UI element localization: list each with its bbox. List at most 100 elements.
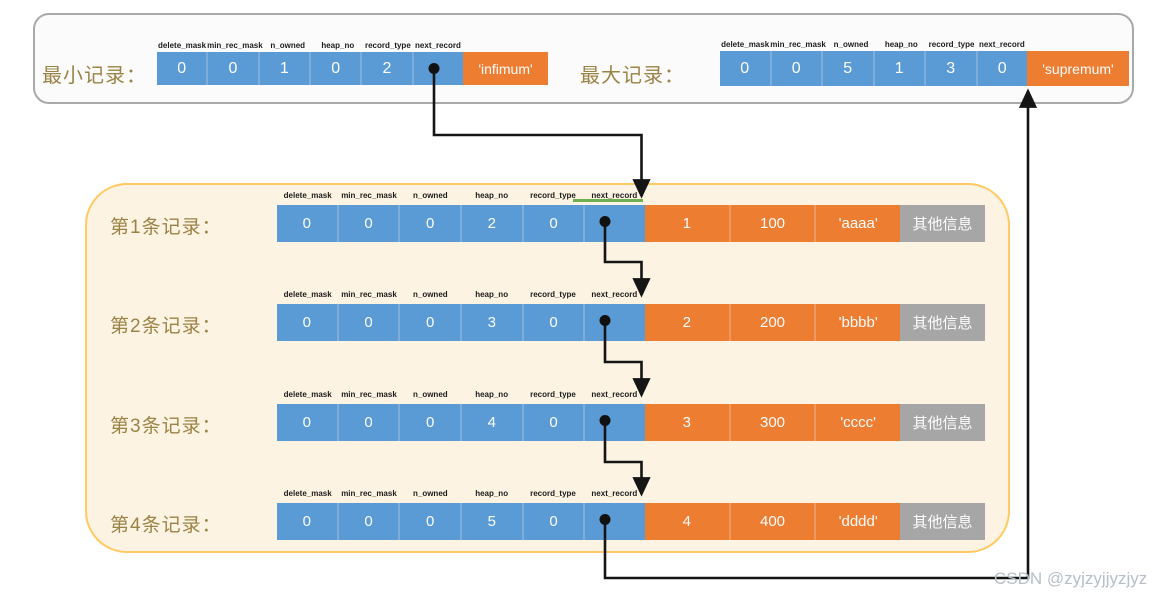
cell-record-type: 0 <box>523 404 586 441</box>
cell-heap-no: 2 <box>462 205 524 242</box>
cell-delete-mask: 0 <box>277 304 339 341</box>
other-info-cell: 其他信息 <box>900 205 985 242</box>
cell-record-type: 3 <box>926 51 978 86</box>
field-label-record-type: record_type <box>530 290 576 299</box>
max-record-bar: 0 0 5 1 3 0 'supremum' <box>720 51 1129 86</box>
cell-column2: 400 <box>730 503 817 540</box>
record-field-labels: delete_mask min_rec_mask n_owned heap_no… <box>277 389 645 401</box>
cell-column3: 'dddd' <box>816 503 901 540</box>
cell-next-record: 0 <box>977 51 1027 86</box>
min-record-header-cells: 0 0 1 0 2 <box>157 52 463 85</box>
field-label-delete-mask: delete_mask <box>283 290 332 299</box>
cell-column2: 300 <box>730 404 817 441</box>
record-row-label: 第3条记录： <box>110 416 222 437</box>
min-record-bar: 0 0 1 0 2 'infimum' <box>157 52 548 85</box>
min-record-label: 最小记录： <box>42 65 147 87</box>
cell-min-rec-mask: 0 <box>338 404 401 441</box>
field-label-delete-mask: delete_mask <box>283 191 332 200</box>
cell-delete-mask: 0 <box>277 205 339 242</box>
field-label-delete-mask: delete_mask <box>721 40 770 49</box>
max-record-field-labels: delete_mask min_rec_mask n_owned heap_no… <box>720 39 1027 51</box>
infimum-cell: 'infimum' <box>463 52 548 85</box>
record-data-cells: 1 100 'aaaa' <box>645 205 901 242</box>
cell-next-record <box>585 304 646 341</box>
record-row-label: 第2条记录： <box>110 316 222 337</box>
field-label-n-owned: n_owned <box>412 489 448 498</box>
field-label-min-rec-mask: min_rec_mask <box>341 489 397 498</box>
cell-n-owned: 5 <box>823 51 875 86</box>
cell-record-type: 0 <box>523 205 586 242</box>
cell-min-rec-mask: 0 <box>208 52 260 85</box>
cell-primary-key: 4 <box>645 503 731 540</box>
field-label-min-rec-mask: min_rec_mask <box>341 290 397 299</box>
field-label-record-type: record_type <box>928 40 975 49</box>
max-record-header-cells: 0 0 5 1 3 0 <box>720 51 1027 86</box>
cell-next-record <box>585 205 646 242</box>
field-label-delete-mask: delete_mask <box>283 390 332 399</box>
cell-primary-key: 1 <box>645 205 731 242</box>
field-label-next-record: next_record <box>415 41 461 50</box>
cell-next-record <box>585 503 646 540</box>
cell-column3: 'bbbb' <box>816 304 901 341</box>
record-row-2: 第2条记录： delete_mask min_rec_mask n_owned … <box>87 290 1008 344</box>
cell-n-owned: 0 <box>400 404 463 441</box>
field-label-delete-mask: delete_mask <box>158 41 207 50</box>
record-row-label: 第4条记录： <box>110 515 222 536</box>
cell-n-owned: 0 <box>400 205 463 242</box>
record-header-cells: 0 0 0 4 0 <box>277 404 646 441</box>
record-bar: 0 0 0 2 0 1 100 'aaaa' 其他信息 <box>277 205 985 242</box>
field-label-n-owned: n_owned <box>412 390 448 399</box>
field-label-heap-no: heap_no <box>475 489 509 498</box>
cell-delete-mask: 0 <box>157 52 209 85</box>
cell-heap-no: 4 <box>462 404 524 441</box>
record-header-cells: 0 0 0 2 0 <box>277 205 646 242</box>
min-record-field-labels: delete_mask min_rec_mask n_owned heap_no… <box>157 40 463 52</box>
csdn-watermark: CSDN @zyjzyjjyzjyz <box>994 569 1148 588</box>
cell-next-record <box>413 52 463 85</box>
record-data-cells: 2 200 'bbbb' <box>645 304 901 341</box>
cell-heap-no: 5 <box>462 503 524 540</box>
cell-primary-key: 2 <box>645 304 731 341</box>
record-row-1: 第1条记录： delete_mask min_rec_mask n_owned … <box>87 191 1008 245</box>
other-info-cell: 其他信息 <box>900 304 985 341</box>
supremum-cell: 'supremum' <box>1027 51 1129 86</box>
field-label-min-rec-mask: min_rec_mask <box>207 41 263 50</box>
record-row-label: 第1条记录： <box>110 217 222 238</box>
system-records-box: 最小记录： delete_mask min_rec_mask n_owned h… <box>33 13 1134 104</box>
record-field-labels: delete_mask min_rec_mask n_owned heap_no… <box>277 289 645 301</box>
field-label-min-rec-mask: min_rec_mask <box>341 390 397 399</box>
cell-record-type: 0 <box>523 503 586 540</box>
field-label-next-record: next_record <box>591 390 638 399</box>
record-bar: 0 0 0 5 0 4 400 'dddd' 其他信息 <box>277 503 985 540</box>
cell-delete-mask: 0 <box>277 503 339 540</box>
cell-delete-mask: 0 <box>277 404 339 441</box>
user-records-box: 第1条记录： delete_mask min_rec_mask n_owned … <box>85 183 1010 553</box>
cell-n-owned: 0 <box>400 503 463 540</box>
field-label-heap-no: heap_no <box>475 191 509 200</box>
record-data-cells: 4 400 'dddd' <box>645 503 901 540</box>
next-record-highlight <box>573 199 643 202</box>
record-header-cells: 0 0 0 5 0 <box>277 503 646 540</box>
cell-column3: 'aaaa' <box>816 205 901 242</box>
cell-heap-no: 3 <box>462 304 524 341</box>
record-bar: 0 0 0 3 0 2 200 'bbbb' 其他信息 <box>277 304 985 341</box>
field-label-next-record: next_record <box>591 489 638 498</box>
field-label-heap-no: heap_no <box>475 390 509 399</box>
cell-heap-no: 1 <box>874 51 926 86</box>
field-label-n-owned: n_owned <box>833 40 869 49</box>
cell-min-rec-mask: 0 <box>771 51 823 86</box>
field-label-n-owned: n_owned <box>270 41 306 50</box>
max-record-label: 最大记录： <box>580 65 685 87</box>
record-row-3: 第3条记录： delete_mask min_rec_mask n_owned … <box>87 390 1008 444</box>
cell-min-rec-mask: 0 <box>338 205 401 242</box>
field-label-n-owned: n_owned <box>412 290 448 299</box>
field-label-record-type: record_type <box>364 41 411 50</box>
field-label-delete-mask: delete_mask <box>283 489 332 498</box>
cell-record-type: 2 <box>362 52 414 85</box>
field-label-heap-no: heap_no <box>475 290 509 299</box>
cell-next-record <box>585 404 646 441</box>
cell-primary-key: 3 <box>645 404 731 441</box>
record-bar: 0 0 0 4 0 3 300 'cccc' 其他信息 <box>277 404 985 441</box>
other-info-cell: 其他信息 <box>900 404 985 441</box>
